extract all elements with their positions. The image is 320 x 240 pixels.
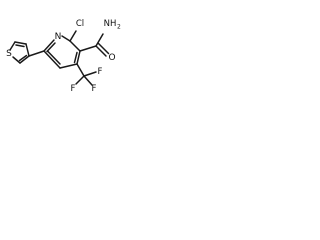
amide-group bbox=[79, 33, 110, 57]
amine-subscript-label: 2 bbox=[117, 24, 121, 31]
bond-carbonyl-o-double bbox=[97, 42, 110, 55]
bond-c2-cl bbox=[69, 30, 77, 42]
fluorine-top-label: F bbox=[98, 67, 103, 77]
bond-c3-c4-py bbox=[76, 50, 81, 65]
bond-c5-c6-py bbox=[43, 50, 61, 69]
bond-carbonyl-o bbox=[95, 45, 107, 57]
bond-c3-c4-py-double bbox=[73, 51, 78, 64]
bond-c2-c3-double bbox=[15, 44, 25, 48]
bond-c2-c3-py bbox=[69, 40, 81, 52]
molecule-structure: S N Cl NH 2 O F F F bbox=[6, 19, 121, 94]
fluorine-right-label: F bbox=[92, 84, 97, 94]
cf3-group bbox=[75, 63, 97, 86]
bond-c5-c6-py-double bbox=[46, 50, 61, 65]
chlorine-atom-label: Cl bbox=[76, 19, 84, 29]
bond-c6-n1 bbox=[43, 39, 55, 52]
bond-cf3-f-left bbox=[75, 75, 85, 85]
fluorine-left-label: F bbox=[71, 84, 76, 94]
bond-c4-c5 bbox=[19, 55, 30, 64]
nitrogen-atom-label: N bbox=[55, 32, 62, 42]
bond-c5-s bbox=[12, 56, 21, 64]
thiophene-ring bbox=[9, 41, 30, 64]
bond-c3-carbonyl bbox=[79, 45, 97, 52]
amine-atom-label: NH bbox=[104, 19, 117, 29]
bond-thiophene-pyridine bbox=[28, 50, 45, 57]
bond-carbonyl-n bbox=[95, 33, 104, 47]
bond-c4-cf3 bbox=[76, 63, 85, 77]
bond-c4-c5-py bbox=[59, 63, 78, 69]
bond-c4-c5-double bbox=[18, 54, 28, 62]
bond-c6-n1-double bbox=[46, 42, 56, 53]
oxygen-atom-label: O bbox=[108, 53, 115, 63]
bond-n1-c2 bbox=[61, 35, 71, 42]
bond-cf3-f-right bbox=[83, 75, 93, 86]
bond-s-c2 bbox=[9, 41, 16, 51]
bond-cf3-f-top bbox=[83, 71, 97, 77]
sulfur-atom-label: S bbox=[6, 49, 12, 59]
bond-c3-c4 bbox=[25, 43, 30, 57]
bond-c2-c3 bbox=[14, 41, 27, 45]
pyridine-ring bbox=[43, 35, 81, 69]
